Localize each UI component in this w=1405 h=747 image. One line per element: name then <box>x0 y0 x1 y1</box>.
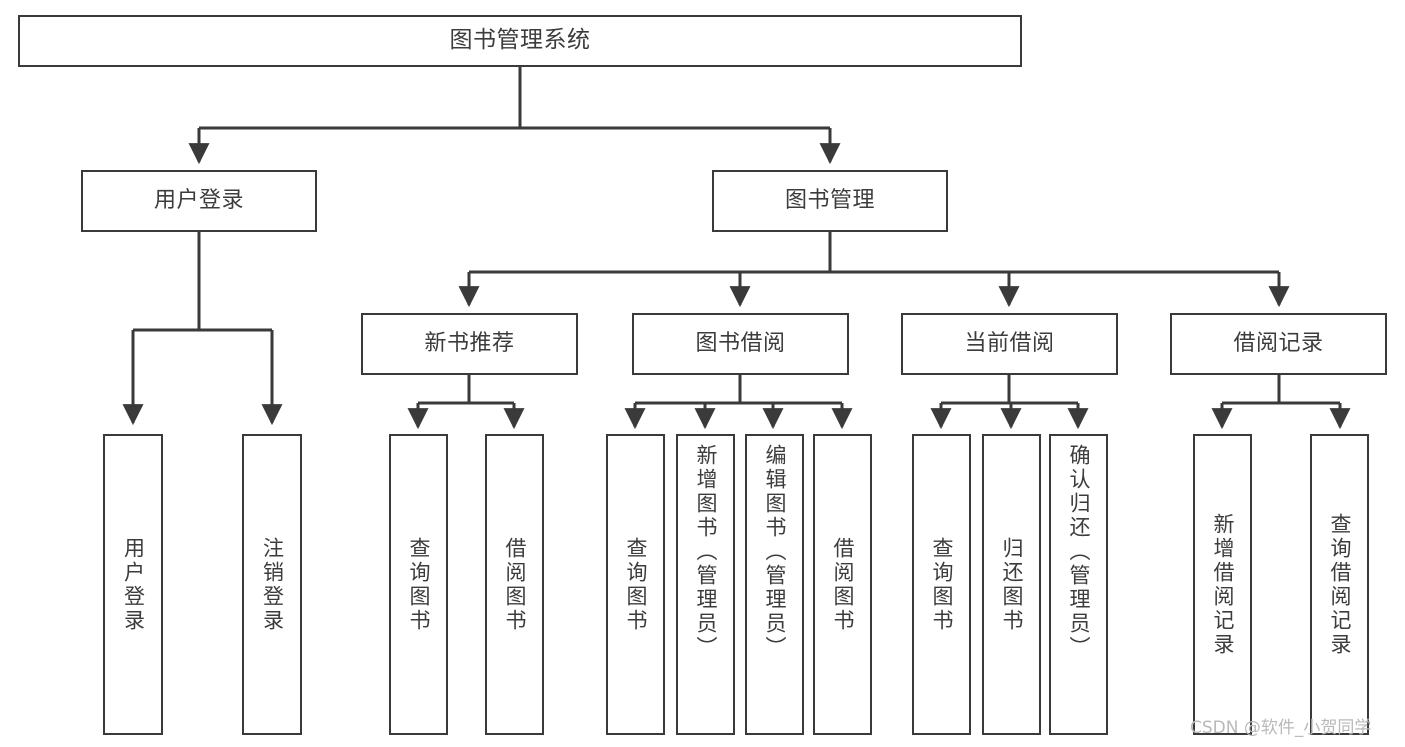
node-root-label: 图书管理系统 <box>449 27 591 54</box>
node-book-management[interactable]: 图书管理 <box>712 170 948 232</box>
leaf-new-book-0-label: 查询图书 <box>407 536 431 633</box>
node-current-borrow[interactable]: 当前借阅 <box>901 313 1118 375</box>
leaf-book-borrow-1[interactable]: 新增图书（管理员） <box>676 434 735 735</box>
leaf-borrow-record-1[interactable]: 查询借阅记录 <box>1310 434 1369 735</box>
leaf-current-borrow-1-label: 归还图书 <box>1000 536 1024 633</box>
leaf-new-book-0[interactable]: 查询图书 <box>389 434 448 735</box>
leaf-current-borrow-2-label: 确认归还（管理员） <box>1067 444 1091 660</box>
leaf-user-login-1[interactable]: 注销登录 <box>242 434 302 735</box>
node-book-borrow[interactable]: 图书借阅 <box>632 313 849 375</box>
leaf-borrow-record-1-label: 查询借阅记录 <box>1328 512 1352 657</box>
leaf-book-borrow-3[interactable]: 借阅图书 <box>813 434 872 735</box>
node-user-login[interactable]: 用户登录 <box>81 170 317 232</box>
leaf-user-login-0[interactable]: 用户登录 <box>103 434 163 735</box>
node-book-management-label: 图书管理 <box>784 187 875 213</box>
node-book-borrow-label: 图书借阅 <box>695 330 786 356</box>
node-user-login-label: 用户登录 <box>153 187 244 213</box>
leaf-current-borrow-1[interactable]: 归还图书 <box>982 434 1041 735</box>
node-borrow-record-label: 借阅记录 <box>1233 330 1324 356</box>
node-root[interactable]: 图书管理系统 <box>18 15 1022 67</box>
leaf-current-borrow-2[interactable]: 确认归还（管理员） <box>1049 434 1108 735</box>
node-borrow-record[interactable]: 借阅记录 <box>1170 313 1387 375</box>
leaf-book-borrow-3-label: 借阅图书 <box>831 536 855 633</box>
leaf-new-book-1[interactable]: 借阅图书 <box>485 434 544 735</box>
leaf-book-borrow-2-label: 编辑图书（管理员） <box>763 444 787 660</box>
leaf-user-login-1-label: 注销登录 <box>260 536 285 633</box>
leaf-book-borrow-0[interactable]: 查询图书 <box>606 434 665 735</box>
leaf-borrow-record-0-label: 新增借阅记录 <box>1211 512 1235 657</box>
leaf-book-borrow-2[interactable]: 编辑图书（管理员） <box>745 434 804 735</box>
leaf-borrow-record-0[interactable]: 新增借阅记录 <box>1193 434 1252 735</box>
leaf-book-borrow-0-label: 查询图书 <box>624 536 648 633</box>
leaf-user-login-0-label: 用户登录 <box>121 536 146 633</box>
node-new-book-recommend[interactable]: 新书推荐 <box>361 313 578 375</box>
watermark-text: CSDN @软件_小贺同学 <box>1190 718 1372 738</box>
leaf-current-borrow-0[interactable]: 查询图书 <box>912 434 971 735</box>
leaf-book-borrow-1-label: 新增图书（管理员） <box>694 444 718 660</box>
leaf-current-borrow-0-label: 查询图书 <box>930 536 954 633</box>
node-current-borrow-label: 当前借阅 <box>964 330 1055 356</box>
leaf-new-book-1-label: 借阅图书 <box>503 536 527 633</box>
node-new-book-recommend-label: 新书推荐 <box>424 330 515 356</box>
